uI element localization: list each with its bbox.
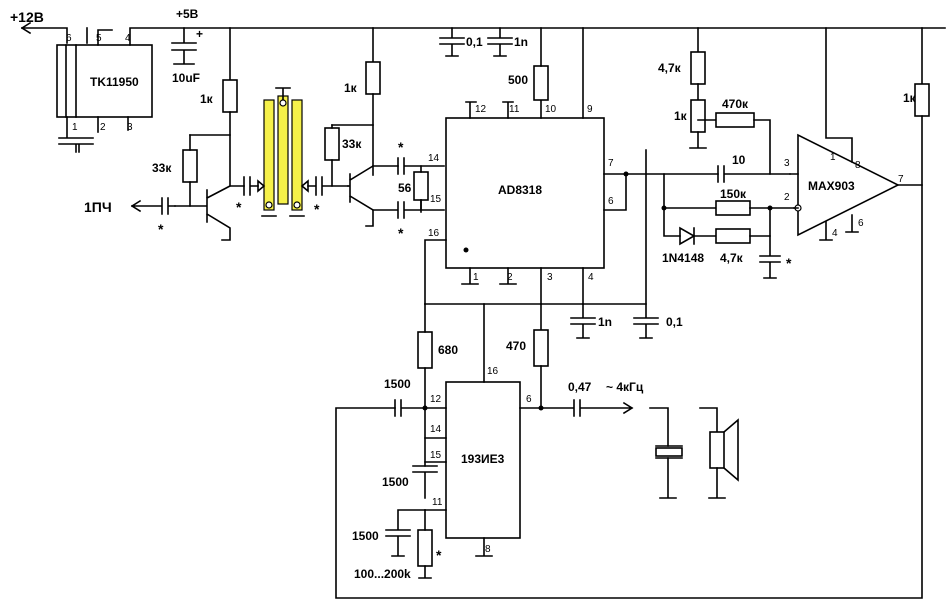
- diode-label: 1N4148: [662, 251, 704, 265]
- ad-pin-6: 6: [608, 196, 614, 207]
- ad-pin-2: 2: [507, 272, 513, 283]
- piezo-buzzer: [649, 407, 683, 499]
- max-pin-1: 1: [830, 152, 836, 163]
- r-1k-b-label: 1к: [344, 81, 358, 95]
- r-680-label: 680: [438, 343, 458, 357]
- cnt-pin-14: 14: [430, 424, 442, 435]
- r-1k-c-label: 1к: [674, 109, 688, 123]
- input-label: 1ПЧ: [84, 199, 112, 215]
- r-1k-d-label: 1к: [903, 91, 917, 105]
- cnt-pin-11: 11: [432, 497, 443, 508]
- label-12v: +12В: [10, 9, 44, 25]
- cap-10uf: + 10uF: [171, 27, 203, 85]
- ad-pin-9: 9: [587, 104, 593, 115]
- r-470k-label: 470к: [722, 97, 749, 111]
- ad-pin-1: 1: [473, 272, 479, 283]
- cnt-pin-16: 16: [487, 366, 499, 377]
- cap-0-1b-label: 0,1: [666, 315, 683, 329]
- r-470-label: 470: [506, 339, 526, 353]
- comparator-chip: MAX903 1 8 3 2 7 4 6 1к: [335, 27, 930, 599]
- max-pin-3: 3: [784, 158, 790, 169]
- ad-pin-7: 7: [608, 158, 614, 169]
- cap-0-47-label: 0,47: [568, 380, 592, 394]
- input-stage: 1к 33к 1ПЧ * *: [84, 27, 259, 241]
- star-mark: *: [436, 547, 442, 563]
- cnt-pin-12: 12: [430, 394, 442, 405]
- reg-pin-4: 4: [125, 33, 131, 44]
- ad-output-wiring: 10 150к 1N4148 4,7к *: [603, 153, 795, 279]
- r-4k7-a-label: 4,7к: [658, 61, 682, 75]
- ad-pin-10: 10: [545, 104, 557, 115]
- r-33k-a-label: 33к: [152, 161, 172, 175]
- detector-chip: AD8318 14 15 16 12 11 10 9 7 6 1 2 3 4 5…: [424, 27, 614, 305]
- regulator-chip: TK11950 6 5 4 1 2 3: [56, 27, 946, 153]
- comparator-label: MAX903: [808, 179, 855, 193]
- ad-pin-3: 3: [547, 272, 553, 283]
- cnt-pin-6: 6: [526, 394, 532, 405]
- max-pin-7: 7: [898, 174, 904, 185]
- max-pin-6: 6: [858, 218, 864, 229]
- ad-pin-11: 11: [509, 104, 520, 115]
- output-label: ~ 4кГц: [606, 380, 644, 394]
- star-mark: *: [786, 255, 792, 271]
- detector-label: AD8318: [498, 183, 542, 197]
- regulator-label: TK11950: [90, 75, 139, 89]
- star-mark: *: [398, 139, 404, 155]
- r-100-200k-label: 100...200k: [354, 567, 411, 581]
- second-stage: * 1к 33к * 56 *: [307, 27, 445, 241]
- cap-1n-b-label: 1n: [598, 315, 612, 329]
- cnt-pin-15: 15: [430, 450, 442, 461]
- r-33k-b-label: 33к: [342, 137, 362, 151]
- r-4k7-b-label: 4,7к: [720, 251, 744, 265]
- ad-pin-4: 4: [588, 272, 594, 283]
- ad-pin-15: 15: [430, 194, 442, 205]
- stripline-filter: [257, 87, 309, 217]
- ad-bottom-rail: 1n 0,1: [424, 149, 683, 339]
- cap-1500-c-label: 1500: [352, 529, 379, 543]
- star-mark: *: [398, 225, 404, 241]
- r-1k-a-label: 1к: [200, 92, 214, 106]
- max-pin-4: 4: [832, 228, 838, 239]
- ad-pin-14: 14: [428, 153, 440, 164]
- reg-pin-6: 6: [66, 33, 72, 44]
- star-mark: *: [314, 201, 320, 217]
- max-pin-2: 2: [784, 192, 790, 203]
- cap-1500-a-label: 1500: [384, 377, 411, 391]
- cap-10uf-label: 10uF: [172, 71, 200, 85]
- rail-12v: [20, 21, 88, 44]
- reg-pin-3: 3: [127, 122, 133, 133]
- cap-10-label: 10: [732, 153, 746, 167]
- reg-pin-2: 2: [100, 122, 106, 133]
- counter-chip: 193ИЕ3 16 12 14 15 11 6 8 680 1500 1500 …: [352, 303, 644, 581]
- star-mark: *: [158, 221, 164, 237]
- counter-label: 193ИЕ3: [461, 452, 505, 466]
- star-mark: *: [236, 199, 242, 215]
- cap-1n-a-label: 1n: [514, 35, 528, 49]
- speaker-icon: [699, 407, 739, 499]
- r-150k-label: 150к: [720, 187, 747, 201]
- reg-pin-5: 5: [96, 33, 102, 44]
- cap-1500-b-label: 1500: [382, 475, 409, 489]
- ad-pin-16: 16: [428, 228, 440, 239]
- divider-network: 4,7к 1к 470к: [658, 27, 771, 175]
- max-pin-8: 8: [855, 160, 861, 171]
- cap-56-label: 56: [398, 181, 412, 195]
- label-5v: +5В: [176, 7, 199, 21]
- cnt-pin-8: 8: [485, 544, 491, 555]
- r-500-label: 500: [508, 73, 528, 87]
- plus-sign: +: [196, 27, 203, 41]
- cap-0-1a-label: 0,1: [466, 35, 483, 49]
- ad-pin-12: 12: [475, 104, 487, 115]
- reg-pin-1: 1: [72, 122, 78, 133]
